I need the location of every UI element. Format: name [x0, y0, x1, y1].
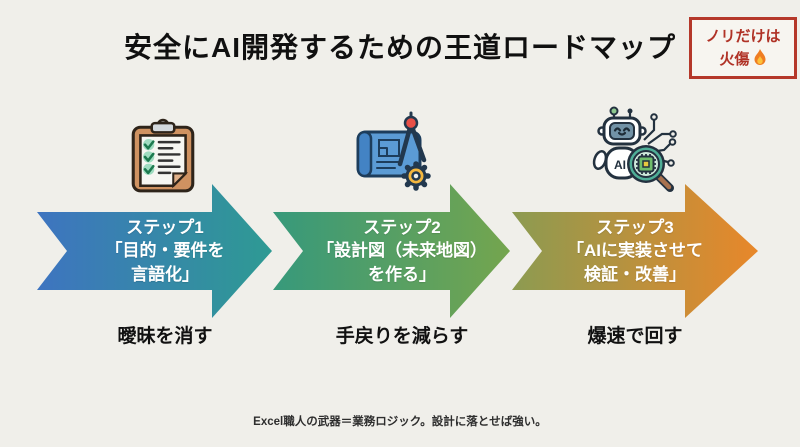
step-arrow-1: [37, 184, 272, 318]
step-1-title: ステップ1: [126, 218, 204, 237]
step-2-text: ステップ2 「設計図（未来地図） を作る」: [287, 216, 517, 286]
step-1-line2: 言語化」: [131, 264, 199, 284]
roadmap-arrows: [37, 184, 758, 318]
badge-line-1: ノリだけは: [705, 28, 781, 45]
gear-icon: [401, 161, 431, 191]
step-2-title: ステップ2: [363, 218, 441, 237]
magnifier-icon: [627, 145, 674, 192]
clipboard-checklist-icon: [131, 118, 195, 193]
page-title: 安全にAI開発するための王道ロードマップ: [123, 32, 676, 63]
blueprint-compass-icon: [356, 111, 431, 191]
flame-icon: [754, 49, 765, 66]
step-1-text: ステップ1 「目的・要件を 言語化」: [50, 216, 280, 286]
step-3-tagline: 爆速で回す: [587, 326, 683, 347]
step-arrow-2: [273, 184, 510, 318]
step-3-text: ステップ3 「AIに実装させて 検証・改善」: [520, 216, 750, 286]
step-3-title: ステップ3: [596, 218, 674, 237]
step-3-line1: 「AIに実装させて: [567, 241, 703, 261]
footer-note: Excel職人の武器＝業務ロジック。設計に落とせば強い。: [253, 416, 547, 428]
badge-line-2: 火傷: [692, 48, 794, 71]
step-2-line2: を作る」: [368, 264, 436, 284]
step-2-tagline: 手戻りを減らす: [335, 326, 469, 347]
robot-chest-label: AI: [614, 158, 626, 172]
ai-robot-magnifier-icon: AI: [592, 106, 677, 192]
step-2-line1: 「設計図（未来地図）: [317, 241, 487, 261]
warning-badge: ノリだけは 火傷: [689, 17, 797, 79]
badge-burn-text: 火傷: [719, 51, 750, 69]
step-3-line2: 検証・改善」: [584, 264, 686, 284]
step-1-tagline: 曖昧を消す: [117, 326, 213, 347]
step-1-line1: 「目的・要件を: [105, 241, 225, 261]
step-arrow-3: [512, 184, 758, 318]
